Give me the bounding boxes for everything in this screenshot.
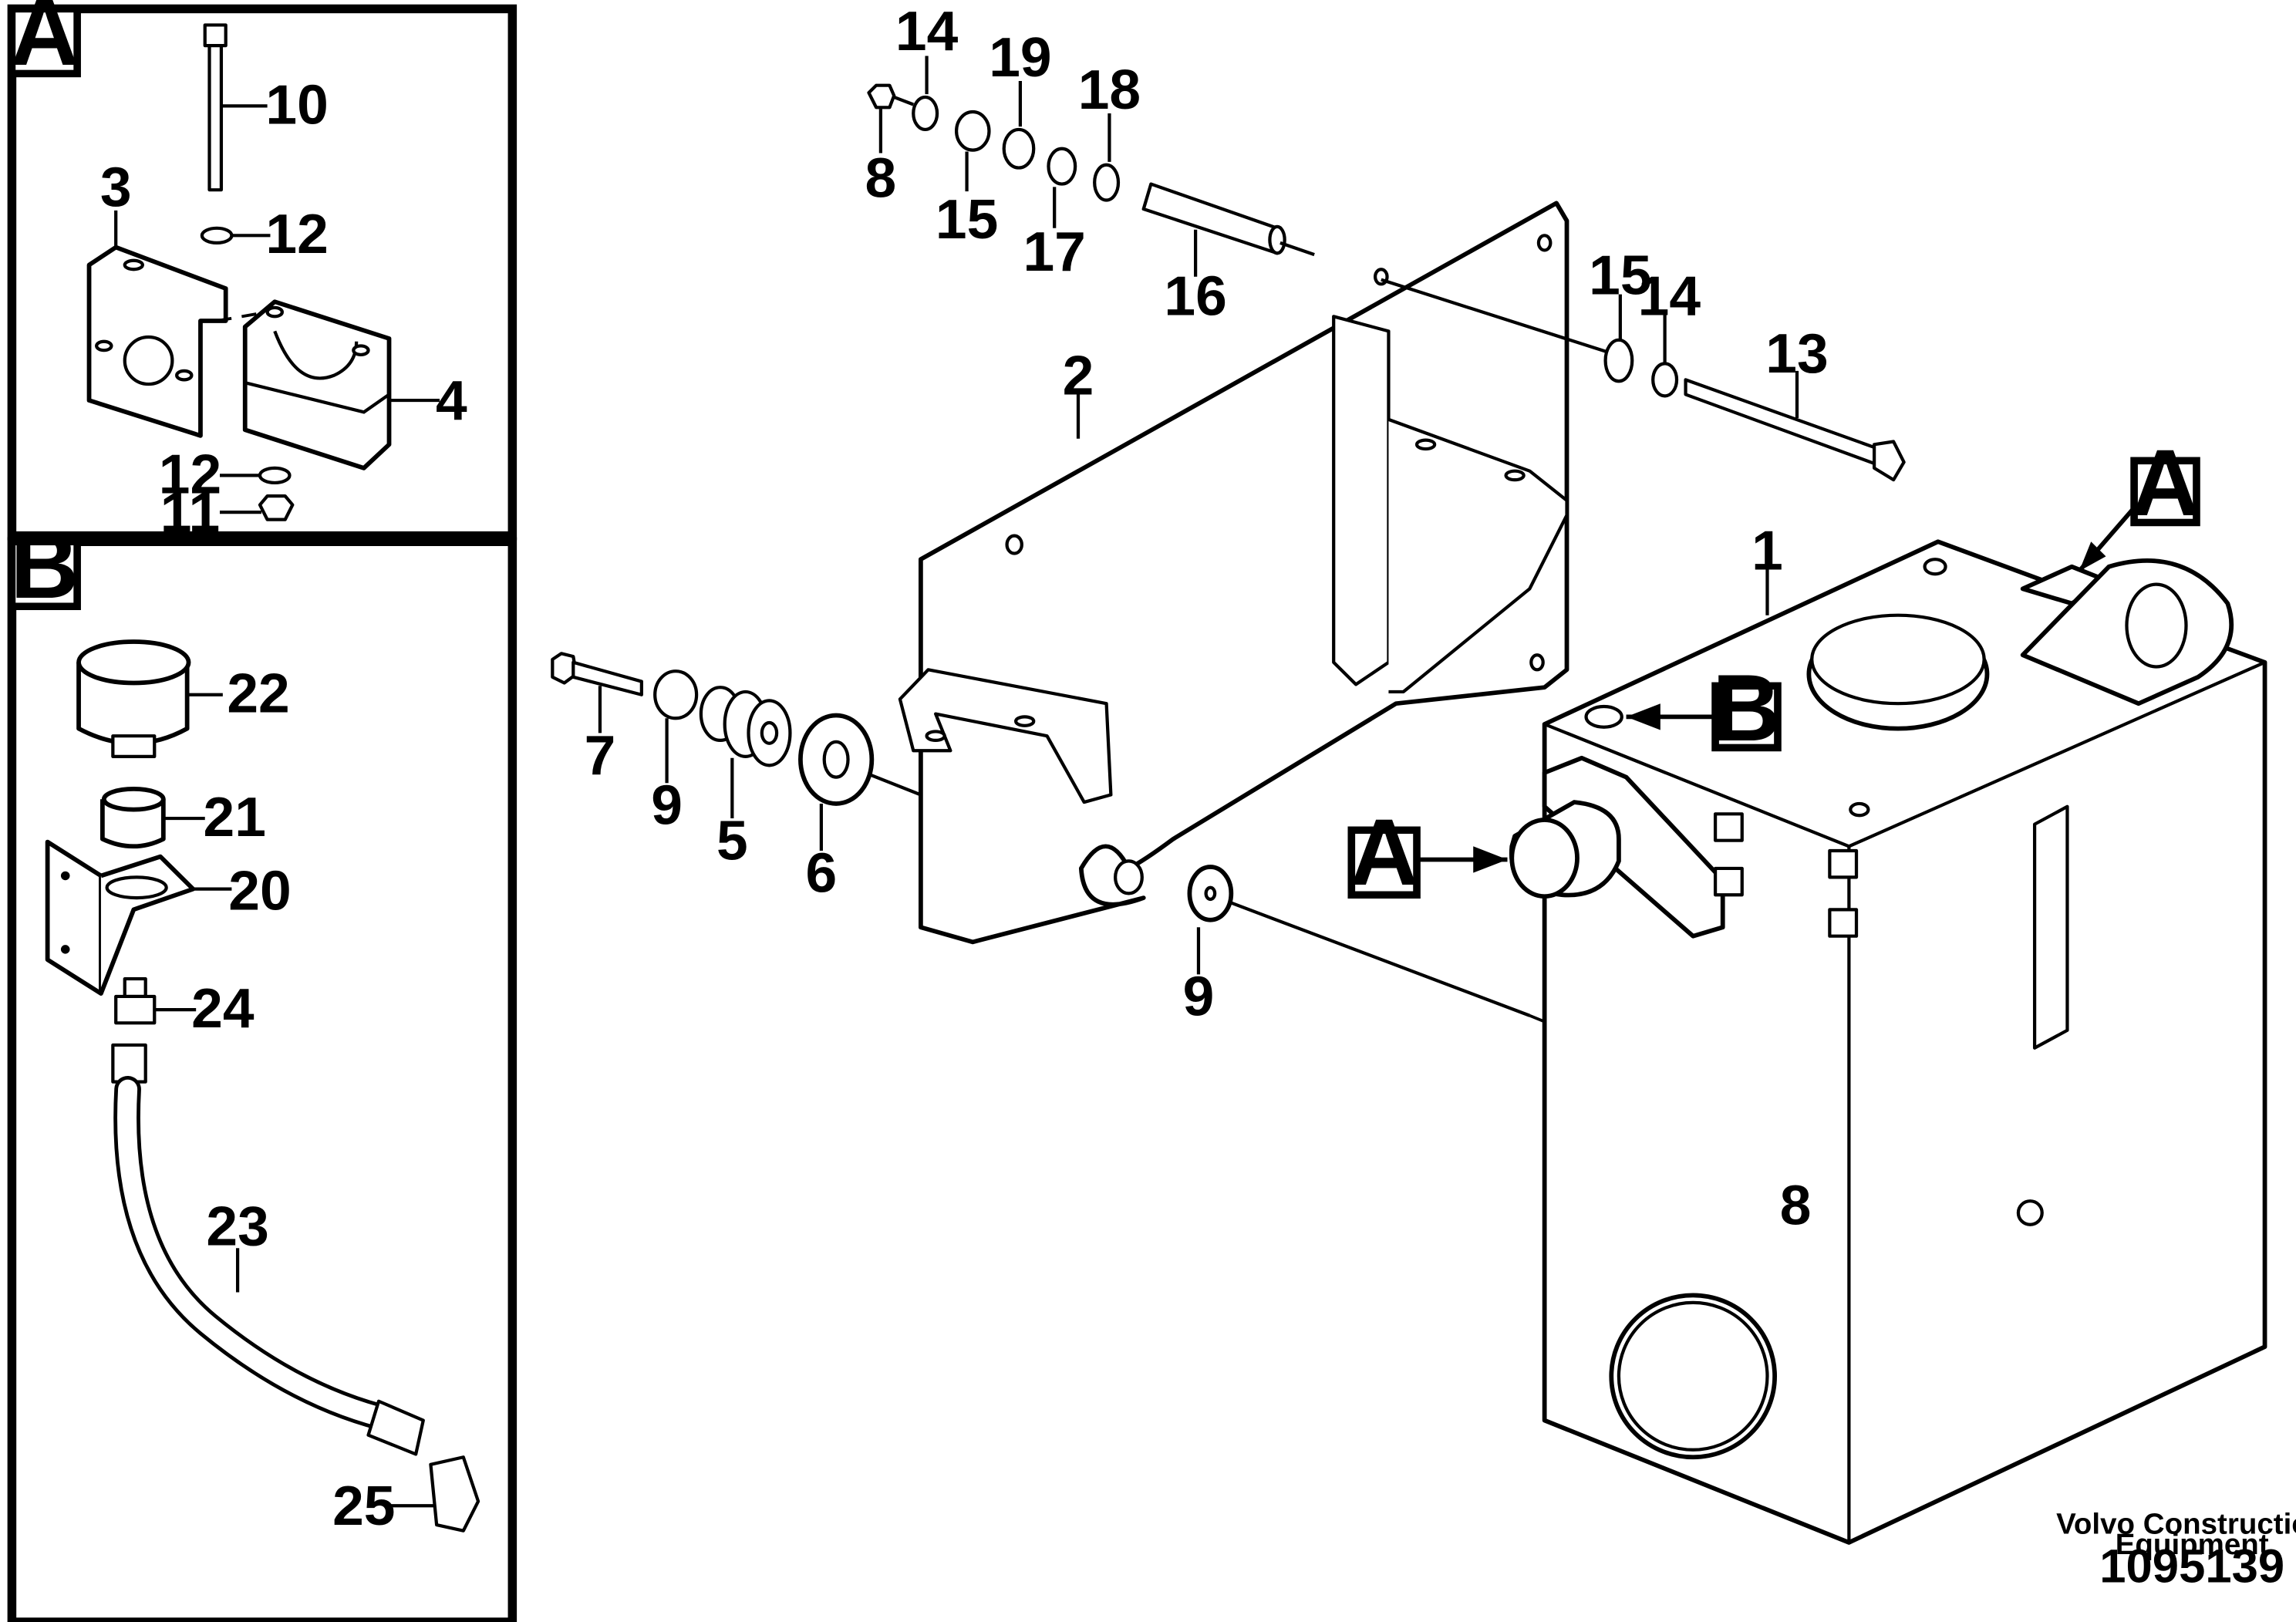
bolt-10 [203, 23, 268, 192]
bolt-13 [1381, 278, 1906, 482]
plate-3 [86, 210, 268, 438]
clamp-4 [242, 299, 440, 470]
part-label: 19 [989, 27, 1051, 89]
part-label: 2 [1063, 345, 1094, 407]
part-label: 15 [936, 188, 998, 251]
part-label: 6 [806, 842, 838, 905]
left-mount-stack [551, 652, 922, 851]
part-label: 11 [160, 481, 220, 544]
callout-b: B [1626, 655, 1782, 760]
top-bolt-stack [867, 56, 1315, 277]
part-label: 25 [332, 1475, 395, 1537]
callout-a-side: A [1347, 799, 1508, 905]
hose-23 [111, 1043, 425, 1456]
washer-12-top [200, 226, 234, 244]
part-label: 24 [191, 977, 255, 1040]
part-label: 12 [159, 443, 221, 506]
hydraulic-tank-1 [1509, 539, 2267, 1545]
adapter-24 [114, 976, 197, 1025]
nut-11 [258, 494, 295, 521]
part-label: 17 [1023, 221, 1085, 283]
publisher-name-line2: Equipment [2116, 1528, 2269, 1561]
main-assembly: A B A 14 19 18 8 15 17 16 2 15 14 13 1 7… [551, 0, 2267, 1545]
part-label: 7 [585, 724, 616, 787]
publisher-name: Volvo Construction [2056, 1508, 2296, 1541]
part-label: 9 [651, 774, 683, 837]
part-label: 18 [1078, 59, 1141, 122]
inset-b-label-box [8, 538, 81, 611]
bracket-20 [45, 839, 232, 996]
elbow-25 [390, 1455, 480, 1533]
inset-a-frame [7, 4, 518, 541]
part-label: 14 [895, 0, 959, 62]
part-label: 3 [100, 156, 132, 218]
part-label: 20 [228, 860, 291, 922]
washer-12-bottom [258, 466, 292, 485]
part-label: 22 [227, 663, 289, 725]
inset-a-label-box [8, 5, 81, 78]
part-label: 8 [865, 147, 897, 210]
part-label: 21 [204, 786, 266, 848]
callout-label: A [2131, 430, 2200, 534]
part-label: 23 [206, 1195, 268, 1258]
callout-label: B [1712, 655, 1781, 760]
footer: Volvo Construction Equipment 1095139 [2056, 1508, 2296, 1593]
bushing-21 [99, 787, 205, 849]
part-label: 8 [1780, 1175, 1812, 1237]
part-label: 14 [1638, 265, 1701, 328]
inset-b: B [7, 512, 518, 1622]
inset-a: A [7, 0, 518, 544]
inset-b-frame [7, 537, 518, 1622]
part-label: 1 [1752, 520, 1783, 582]
part-label: 12 [265, 204, 328, 266]
part-label: 9 [1183, 966, 1215, 1028]
callout-a-top: A [2077, 430, 2200, 573]
bracket-2 [898, 201, 1569, 945]
part-label: 15 [1589, 244, 1651, 307]
part-label: 10 [265, 74, 328, 137]
part-label: 5 [716, 810, 748, 872]
filter-cap-22 [76, 639, 223, 758]
document-number: 1095139 [2099, 1539, 2284, 1593]
callout-label: A [1350, 799, 1418, 904]
inset-b-label: B [10, 512, 79, 617]
part-label: 16 [1164, 265, 1226, 328]
part-label: 13 [1765, 322, 1828, 385]
inset-a-label: A [10, 0, 79, 85]
part-label: 4 [436, 369, 467, 432]
